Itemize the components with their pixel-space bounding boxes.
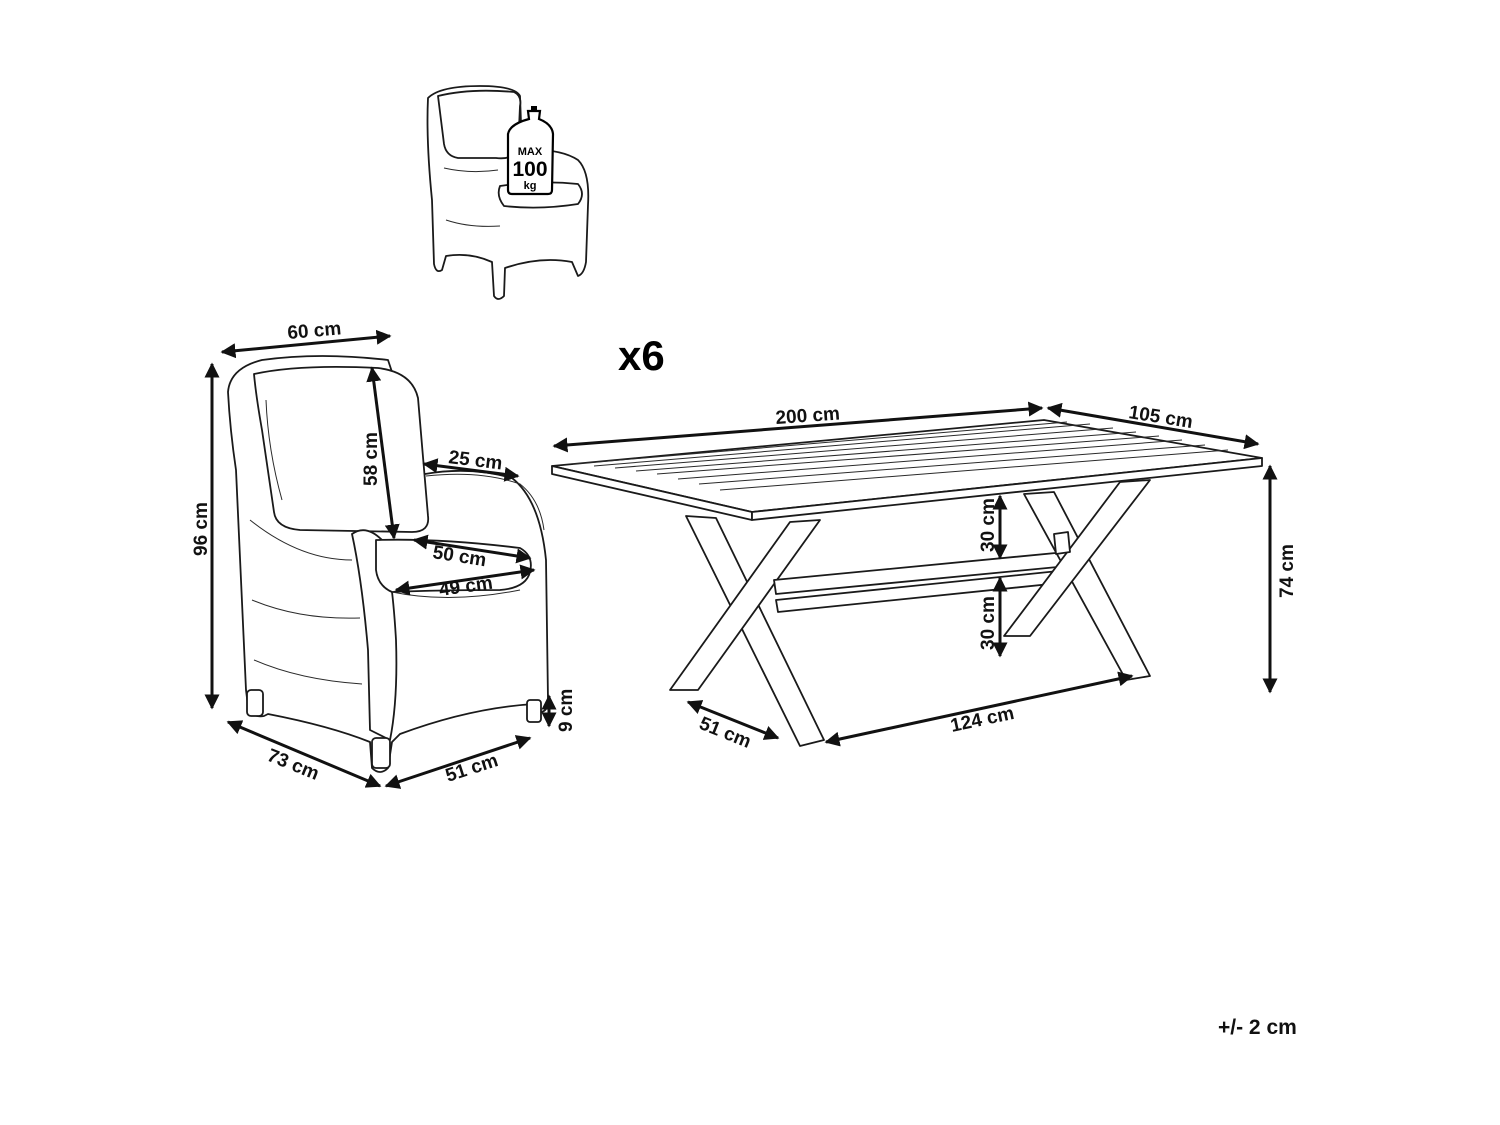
chair-height-label: 96 cm: [191, 502, 212, 556]
chair-width-label: 60 cm: [287, 318, 343, 344]
max-load-badge: MAX 100 kg: [506, 106, 555, 196]
max-value: 100: [512, 158, 547, 181]
chair-front-label: 51 cm: [443, 750, 501, 787]
table-leg-width-label: 51 cm: [696, 713, 754, 753]
table-lower-gap-label: 30 cm: [978, 596, 999, 650]
table-upper-gap-label: 30 cm: [978, 498, 999, 552]
chair-drawing: [227, 355, 549, 773]
max-label: MAX: [518, 146, 543, 158]
tolerance-note: +/- 2 cm: [1218, 1016, 1297, 1039]
chair-depth-label: 73 cm: [264, 745, 322, 785]
table-dimension-lines: [552, 401, 1278, 747]
table-length-label: 200 cm: [775, 404, 841, 429]
chair-dimension-lines: [204, 329, 557, 789]
max-unit: kg: [524, 180, 537, 192]
chair-leg-label: 9 cm: [556, 689, 577, 732]
quantity-label: x6: [618, 332, 665, 379]
table-height-label: 74 cm: [1277, 544, 1298, 598]
chair-backrest-label: 58 cm: [361, 432, 382, 486]
table-drawing: [551, 419, 1263, 747]
